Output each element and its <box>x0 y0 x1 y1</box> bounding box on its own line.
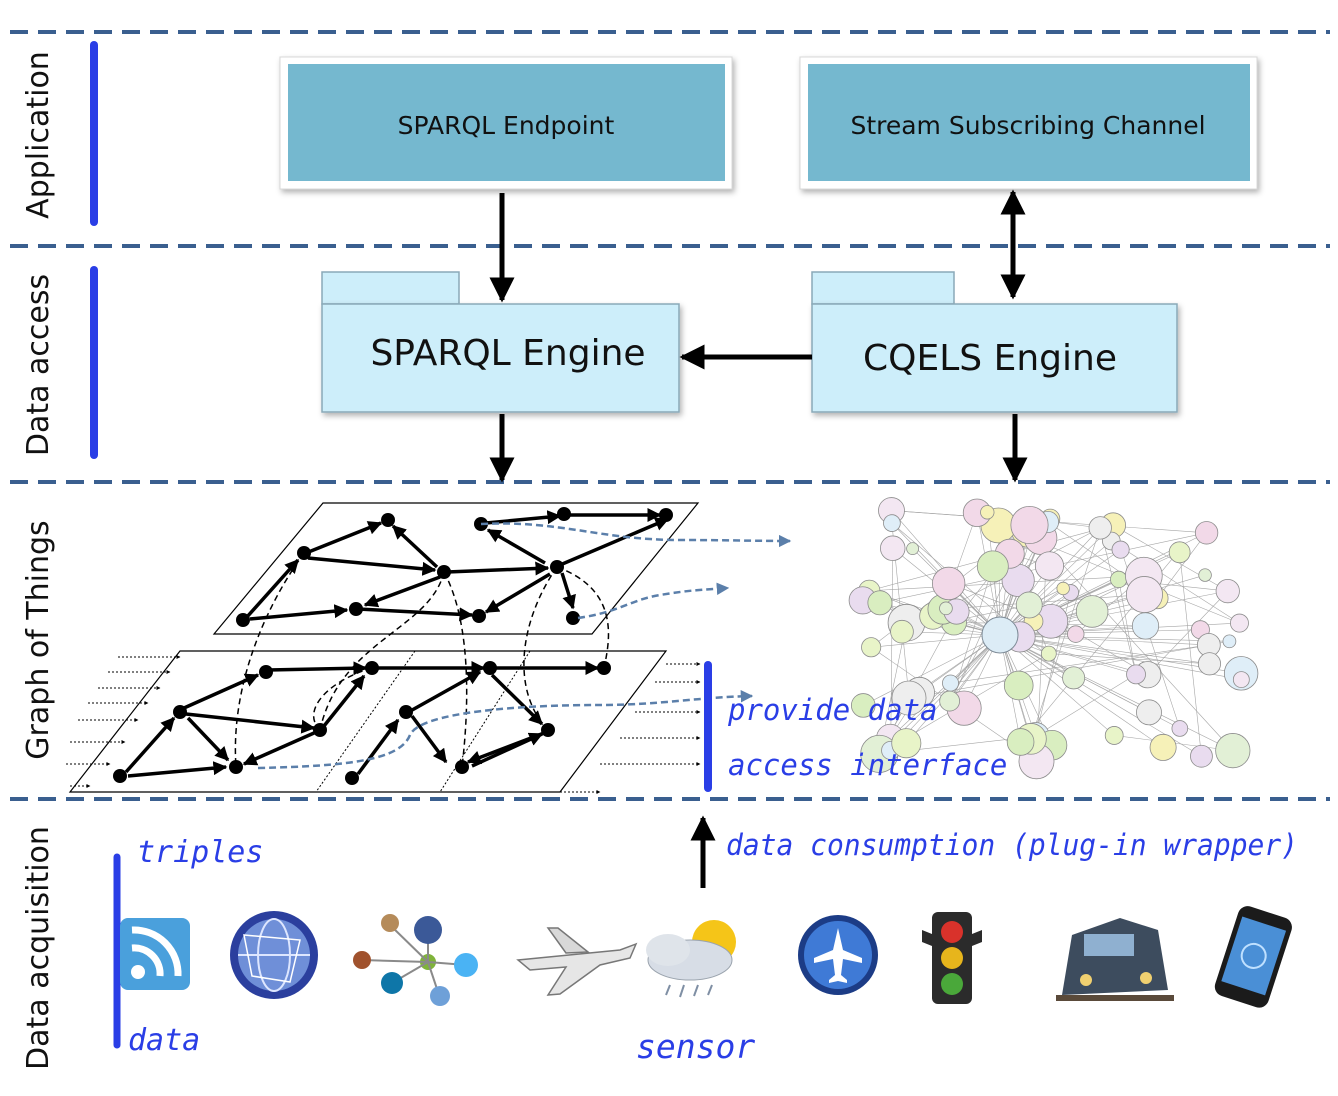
cloud-node <box>861 637 882 658</box>
smartphone-icon <box>1214 906 1292 1008</box>
data-annotation: data <box>128 1023 200 1058</box>
cloud-node <box>1197 652 1221 676</box>
cloud-node <box>1010 505 1049 545</box>
cloud-node <box>1168 541 1191 564</box>
cloud-node <box>1111 540 1130 559</box>
sparql-engine-box: SPARQL Engine <box>321 271 680 413</box>
cloud-node <box>1125 576 1163 614</box>
weather-icon <box>646 920 736 998</box>
cloud-node <box>1056 581 1070 596</box>
airplane-icon <box>516 927 638 996</box>
cloud-node <box>891 680 927 716</box>
layer-label-application: Application <box>21 51 56 219</box>
cloud-node <box>1015 591 1043 619</box>
cloud-node <box>1067 625 1085 643</box>
cloud-node <box>1062 666 1086 690</box>
triples-annotation: triples <box>137 835 263 870</box>
stream-channel-label: Stream Subscribing Channel <box>850 111 1205 140</box>
access-interface-annotation: access interface <box>728 748 1007 782</box>
inter-plane-links <box>234 552 610 768</box>
cloud-node <box>1003 670 1034 701</box>
cloud-node <box>1222 634 1237 649</box>
cloud-node <box>1104 726 1124 745</box>
traffic-light-icon <box>922 912 982 1004</box>
cloud-node <box>850 693 876 718</box>
cloud-node <box>1006 728 1035 756</box>
cloud-node <box>1149 733 1177 761</box>
lower-graph-plane <box>66 650 701 794</box>
cloud-node <box>890 619 914 644</box>
data-consumption-annotation: data consumption (plug-in wrapper) <box>726 828 1298 862</box>
cloud-node <box>1040 645 1057 662</box>
rss-feed-icon <box>120 918 190 990</box>
cloud-node <box>1215 579 1240 604</box>
linked-data-cloud <box>845 492 1259 782</box>
cloud-node <box>1232 671 1250 688</box>
cloud-node <box>1088 516 1112 540</box>
layer-separators <box>10 30 1330 801</box>
cloud-node <box>1171 720 1189 737</box>
sensor-annotation: sensor <box>636 1027 755 1066</box>
cloud-node <box>942 674 959 692</box>
cqels-engine-label: CQELS Engine <box>863 338 1117 379</box>
cloud-node <box>931 566 966 601</box>
cloud-node <box>1190 744 1213 768</box>
stream-subscribing-channel-box: Stream Subscribing Channel <box>799 56 1258 190</box>
cloud-node <box>1136 699 1162 726</box>
cloud-node <box>939 601 953 616</box>
layer-label-data-access: Data access <box>21 274 56 456</box>
layer-label-data-acquisition: Data acquisition <box>21 826 56 1070</box>
cloud-node <box>1034 551 1065 581</box>
cloud-node <box>980 505 995 520</box>
cloud-node <box>883 514 901 532</box>
layer-label-graph-of-things: Graph of Things <box>21 520 56 759</box>
cloud-node <box>1198 568 1212 582</box>
globe-network-icon <box>230 911 318 999</box>
cloud-node <box>1215 733 1251 769</box>
cloud-node <box>939 690 961 712</box>
sparql-endpoint-label: SPARQL Endpoint <box>398 111 615 140</box>
train-icon <box>1056 918 1174 1001</box>
cloud-hub-node <box>981 616 1019 654</box>
cloud-node <box>1075 595 1109 628</box>
sparql-engine-label: SPARQL Engine <box>370 333 645 374</box>
cloud-node <box>1194 521 1219 545</box>
social-network-icon <box>353 914 478 1006</box>
cloud-node <box>1131 612 1160 640</box>
cqels-engine-box: CQELS Engine <box>811 271 1178 413</box>
flight-app-icon <box>798 915 878 995</box>
data-flow-curves <box>257 522 792 770</box>
cloud-node <box>1230 613 1249 633</box>
cloud-node <box>880 535 906 561</box>
cloud-node <box>867 590 893 616</box>
cloud-node <box>891 728 922 759</box>
cloud-node <box>1110 570 1128 589</box>
provide-data-annotation: provide data <box>727 693 938 727</box>
sparql-endpoint-box: SPARQL Endpoint <box>279 56 733 190</box>
connector-arrows <box>489 189 1028 888</box>
cloud-node <box>906 542 920 556</box>
cloud-node <box>976 550 1009 583</box>
upper-graph-plane <box>212 502 700 635</box>
cloud-node <box>1126 664 1146 685</box>
